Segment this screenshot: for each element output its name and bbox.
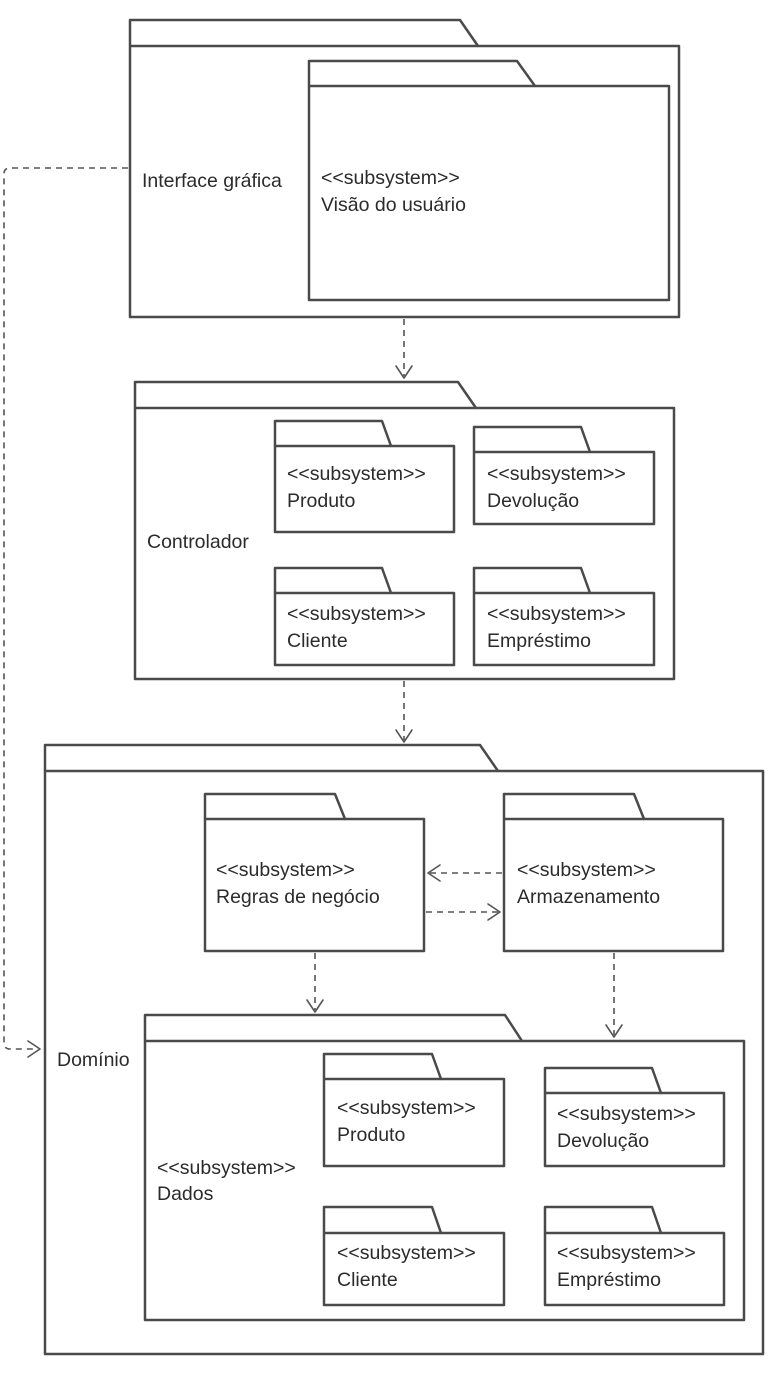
subsystem-label-devolucao: Devolução [487,490,579,512]
dependency-armazenamento-to-dados [605,953,623,1038]
subsystem-dados-cliente: <<subsystem>> Cliente [322,1205,506,1307]
subsystem-dados-emprestimo: <<subsystem>> Empréstimo [543,1205,726,1307]
subsystem-label-visao-usuario: Visão do usuário [321,194,466,216]
stereotype-label: <<subsystem>> [216,859,355,881]
dependency-interface-to-controlador [395,319,413,379]
dependency-controlador-to-dominio [395,681,413,743]
subsystem-label-emprestimo: Empréstimo [557,1269,661,1291]
package-label-controlador: Controlador [147,531,249,553]
subsystem-controlador-cliente: <<subsystem>> Cliente [273,566,456,667]
subsystem-label-armazenamento: Armazenamento [517,886,660,908]
stereotype-label: <<subsystem>> [557,1242,696,1264]
stereotype-label: <<subsystem>> [287,463,426,485]
subsystem-controlador-produto: <<subsystem>> Produto [273,419,456,534]
stereotype-label: <<subsystem>> [487,603,626,625]
dependency-regras-to-dados [306,953,324,1013]
subsystem-dados-devolucao: <<subsystem>> Devolução [543,1066,726,1168]
subsystem-label-produto: Produto [337,1124,405,1146]
subsystem-label-devolucao: Devolução [557,1130,649,1152]
subsystem-controlador-emprestimo: <<subsystem>> Empréstimo [472,566,656,667]
package-label-interface-grafica: Interface gráfica [142,170,282,192]
stereotype-label: <<subsystem>> [517,859,656,881]
stereotype-label: <<subsystem>> [487,463,626,485]
stereotype-label: <<subsystem>> [157,1157,296,1179]
subsystem-label-regras: Regras de negócio [216,886,380,908]
subsystem-regras-negocio: <<subsystem>> Regras de negócio [203,792,426,953]
stereotype-label: <<subsystem>> [337,1242,476,1264]
subsystem-label-emprestimo: Empréstimo [487,630,591,652]
subsystem-dados-produto: <<subsystem>> Produto [322,1052,506,1168]
subsystem-armazenamento: <<subsystem>> Armazenamento [502,792,725,953]
subsystem-label-cliente: Cliente [337,1269,398,1291]
dependency-armazenamento-to-regras [427,864,502,882]
subsystem-label-dados: Dados [157,1183,214,1205]
dependency-regras-to-armazenamento [426,903,501,921]
subsystem-label-cliente: Cliente [287,630,348,652]
package-label-dominio: Domínio [57,1049,130,1071]
subsystem-label-produto: Produto [287,490,355,512]
subsystem-visao-usuario: <<subsystem>> Visão do usuário [307,59,671,302]
stereotype-label: <<subsystem>> [337,1097,476,1119]
dependency-interface-to-dominio [3,167,128,1058]
stereotype-label: <<subsystem>> [557,1103,696,1125]
stereotype-label: <<subsystem>> [287,603,426,625]
subsystem-controlador-devolucao: <<subsystem>> Devolução [472,425,656,526]
stereotype-label: <<subsystem>> [321,167,460,189]
